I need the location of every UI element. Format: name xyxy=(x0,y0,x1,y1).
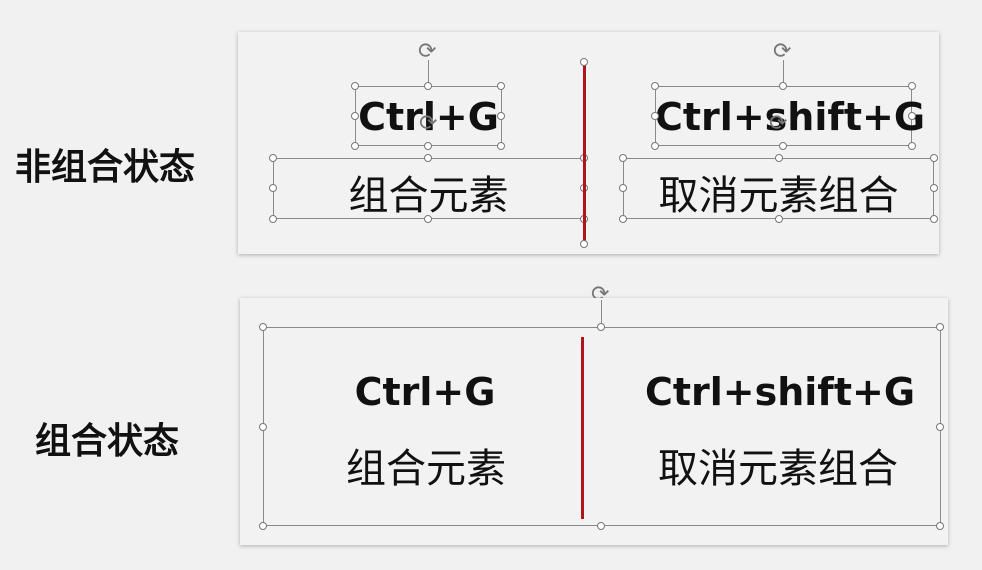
resize-handle-icon[interactable] xyxy=(424,82,432,90)
ctrl-shift-g-shortcut-text[interactable]: Ctrl+shift+G xyxy=(655,95,926,139)
resize-handle-icon[interactable] xyxy=(619,154,627,162)
divider-line[interactable] xyxy=(583,62,586,244)
resize-handle-icon[interactable] xyxy=(930,215,938,223)
resize-handle-icon[interactable] xyxy=(651,142,659,150)
resize-handle-icon[interactable] xyxy=(936,423,944,431)
resize-handle-icon[interactable] xyxy=(351,112,359,120)
grouped-ungroup-elements-text: 取消元素组合 xyxy=(658,446,898,492)
resize-handle-icon[interactable] xyxy=(908,142,916,150)
resize-handle-icon[interactable] xyxy=(775,215,783,223)
ungroup-elements-text[interactable]: 取消元素组合 xyxy=(658,173,899,219)
resize-handle-icon[interactable] xyxy=(908,112,916,120)
group-elements-text[interactable]: 组合元素 xyxy=(348,173,509,219)
group-selection-box[interactable] xyxy=(263,327,941,526)
resize-handle-icon[interactable] xyxy=(619,184,627,192)
rotate-stem xyxy=(601,300,602,327)
rotate-stem xyxy=(783,60,784,86)
resize-handle-icon[interactable] xyxy=(269,184,277,192)
resize-handle-icon[interactable] xyxy=(497,82,505,90)
rotate-handle-icon[interactable]: ⟳ xyxy=(418,39,437,64)
rotate-handle-icon[interactable]: ⟳ xyxy=(773,39,792,64)
resize-handle-icon[interactable] xyxy=(497,142,505,150)
resize-handle-icon[interactable] xyxy=(351,82,359,90)
resize-handle-icon[interactable] xyxy=(580,58,588,66)
resize-handle-icon[interactable] xyxy=(597,522,605,530)
resize-handle-icon[interactable] xyxy=(580,240,588,248)
ctrl-g-shortcut-text[interactable]: Ctrl+G xyxy=(358,95,499,139)
resize-handle-icon[interactable] xyxy=(424,215,432,223)
grouped-slide xyxy=(240,298,948,545)
resize-handle-icon[interactable] xyxy=(269,154,277,162)
resize-handle-icon[interactable] xyxy=(651,112,659,120)
grouped-group-elements-text: 组合元素 xyxy=(346,446,506,492)
resize-handle-icon[interactable] xyxy=(651,82,659,90)
resize-handle-icon[interactable] xyxy=(936,522,944,530)
resize-handle-icon[interactable] xyxy=(351,142,359,150)
resize-handle-icon[interactable] xyxy=(775,154,783,162)
ungrouped-state-label: 非组合状态 xyxy=(15,147,196,188)
resize-handle-icon[interactable] xyxy=(779,82,787,90)
grouped-ctrl-g-text: Ctrl+G xyxy=(354,370,496,414)
grouped-ctrl-shift-g-text: Ctrl+shift+G xyxy=(644,370,916,414)
resize-handle-icon[interactable] xyxy=(497,112,505,120)
resize-handle-icon[interactable] xyxy=(930,154,938,162)
rotate-handle-icon[interactable]: ⟳ xyxy=(769,111,788,136)
resize-handle-icon[interactable] xyxy=(259,323,267,331)
resize-handle-icon[interactable] xyxy=(908,82,916,90)
rotate-handle-icon[interactable]: ⟳ xyxy=(591,284,610,298)
resize-handle-icon[interactable] xyxy=(597,323,605,331)
resize-handle-icon[interactable] xyxy=(779,142,787,150)
resize-handle-icon[interactable] xyxy=(269,215,277,223)
resize-handle-icon[interactable] xyxy=(424,142,432,150)
resize-handle-icon[interactable] xyxy=(619,215,627,223)
rotate-stem xyxy=(428,60,429,86)
grouped-state-label: 组合状态 xyxy=(35,421,180,462)
resize-handle-icon[interactable] xyxy=(930,184,938,192)
resize-handle-icon[interactable] xyxy=(259,522,267,530)
resize-handle-icon[interactable] xyxy=(424,154,432,162)
rotate-handle-icon[interactable]: ⟳ xyxy=(419,111,438,136)
grouped-divider-line xyxy=(581,337,584,519)
resize-handle-icon[interactable] xyxy=(936,323,944,331)
resize-handle-icon[interactable] xyxy=(259,423,267,431)
